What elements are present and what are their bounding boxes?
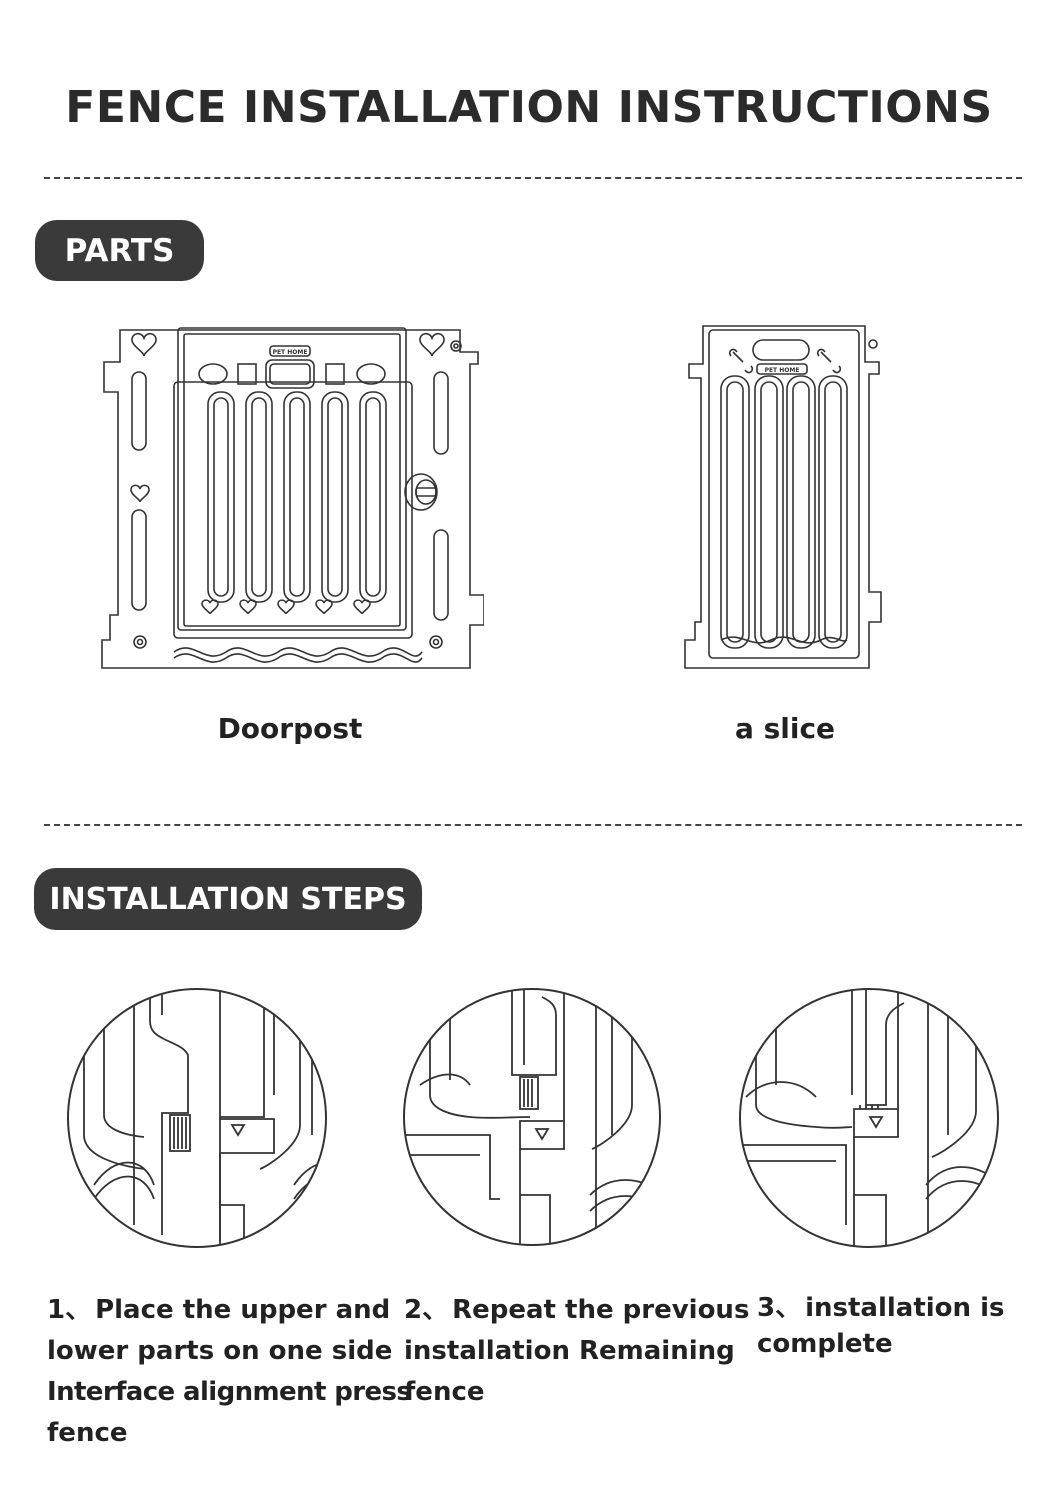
divider-middle — [44, 824, 1022, 826]
installation-steps-heading-text: INSTALLATION STEPS — [49, 881, 407, 917]
installation-steps-heading: INSTALLATION STEPS — [34, 868, 422, 930]
step-3-number: 3、 — [757, 1293, 802, 1323]
step-1-text: 1、Place the upper and lower parts on one… — [47, 1290, 412, 1454]
step-2-line-2: installation Remaining — [404, 1336, 735, 1366]
slice-badge: PET HOME — [765, 367, 800, 374]
slice-label: a slice — [734, 712, 836, 745]
parts-heading: PARTS — [35, 220, 204, 281]
doorpost-drawing: PET HOME — [101, 327, 484, 669]
doorpost-label: Doorpost — [217, 712, 363, 745]
step-2-line-3: fence — [404, 1377, 485, 1407]
step-1-number: 1、 — [47, 1295, 92, 1325]
divider-top — [44, 177, 1022, 179]
step-1-line-1: 1、Place the upper and — [47, 1295, 391, 1325]
step-1-line-3: Interface alignment press — [47, 1377, 412, 1407]
step-3-line-2: complete — [757, 1329, 893, 1359]
doorpost-badge: PET HOME — [273, 349, 308, 356]
step-1-line-2: lower parts on one side — [47, 1336, 393, 1366]
step-3-line-1: 3、installation is — [757, 1293, 1005, 1323]
parts-heading-text: PARTS — [64, 232, 175, 269]
slice-drawing: PET HOME — [684, 325, 882, 669]
step-2-text: 2、Repeat the previous installation Remai… — [404, 1290, 749, 1413]
step-3-text: 3、installation is complete — [757, 1290, 1005, 1362]
page-title: FENCE INSTALLATION INSTRUCTIONS — [65, 82, 993, 133]
step-1-illustration — [67, 988, 327, 1248]
step-2-line-1: 2、Repeat the previous — [404, 1295, 750, 1325]
step-3-illustration — [739, 988, 999, 1248]
step-1-line-4: fence — [47, 1418, 128, 1448]
step-2-illustration — [403, 988, 661, 1246]
step-2-number: 2、 — [404, 1295, 449, 1325]
